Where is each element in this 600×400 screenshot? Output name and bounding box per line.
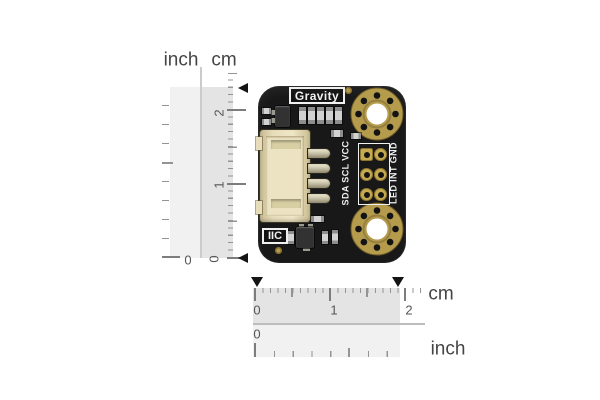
vertical-inch-zero-tick — [162, 256, 180, 258]
connector-pin — [308, 179, 330, 188]
brand-label-box: Gravity — [289, 87, 345, 104]
mounting-hole-bottom-icon — [350, 202, 404, 256]
breakout-pad-gnd — [374, 148, 387, 161]
vertical-cm-tick-1 — [227, 182, 246, 185]
brand-label: Gravity — [294, 88, 340, 103]
horizontal-cm-half-ticks — [255, 288, 423, 297]
breakout-pad-scl — [360, 168, 373, 181]
smd-resistor — [308, 107, 315, 124]
vertical-cm-header: cm — [211, 49, 237, 71]
connector-pin — [308, 164, 330, 173]
horizontal-inch-zero-tick — [254, 343, 256, 357]
transistor-bottom-icon — [296, 227, 314, 248]
smd-resistor — [332, 230, 338, 244]
vertical-cm-label-1: 1 — [211, 181, 227, 189]
horizontal-cm-unit: cm — [428, 283, 454, 305]
horizontal-cm-tick-1 — [329, 288, 331, 301]
connector-pin — [308, 149, 330, 158]
vertical-inch-zero-label: 0 — [184, 252, 192, 268]
smd-capacitor — [262, 119, 271, 125]
smd-resistor — [322, 231, 328, 244]
horizontal-cm-label-1: 1 — [330, 302, 338, 318]
transistor-top-leg — [271, 118, 275, 123]
horizontal-cm-tick-2 — [404, 288, 406, 301]
transistor-bottom-leg — [303, 247, 310, 251]
smd-capacitor — [262, 108, 271, 114]
horizontal-cm-label-2: 2 — [405, 302, 413, 318]
vertical-cm-tick-2 — [227, 108, 246, 111]
smd-capacitor — [331, 130, 343, 137]
jst-connector-tab — [256, 201, 262, 214]
horizontal-inch-zero-label: 0 — [253, 326, 261, 342]
jst-connector-tab — [256, 137, 262, 150]
gravity-sensor-board: Gravity IIC — [256, 86, 406, 263]
transistor-top-icon — [275, 106, 290, 127]
vertical-inch-scale — [170, 87, 200, 258]
smd-resistor — [299, 107, 306, 124]
horizontal-inch-half-ticks — [255, 348, 405, 357]
board-left-marker-icon — [251, 277, 263, 287]
jst-connector-slot — [271, 140, 301, 149]
vertical-cm-half-ticks — [228, 73, 237, 258]
interface-label-box: IIC — [262, 228, 288, 244]
vertical-cm-label-2: 2 — [211, 109, 227, 117]
horizontal-ruler-divider — [253, 323, 425, 325]
connector-pin — [308, 194, 330, 203]
horizontal-cm-label-0: 0 — [253, 302, 261, 318]
smd-resistor — [326, 107, 333, 124]
breakout-pads-outline — [358, 143, 390, 205]
breakout-pad-led — [374, 188, 387, 201]
smd-resistor — [317, 107, 324, 124]
board-bottom-marker-icon — [238, 253, 248, 263]
right-pin-labels: LED INT GND — [388, 142, 399, 204]
breakout-pad-vcc — [360, 148, 373, 161]
smd-resistor — [288, 231, 294, 244]
vertical-cm-label-0: 0 — [206, 255, 222, 263]
board-right-marker-icon — [392, 277, 404, 287]
via-dot-top — [345, 87, 352, 94]
smd-resistor — [335, 107, 342, 124]
interface-label: IIC — [267, 230, 283, 242]
horizontal-inch-unit: inch — [430, 338, 466, 360]
smd-capacitor — [311, 216, 324, 222]
transistor-bottom-leg — [308, 224, 313, 228]
breakout-pad-sda — [360, 188, 373, 201]
via-dot-bottom — [275, 247, 282, 254]
breakout-pad-int — [374, 168, 387, 181]
transistor-top-leg — [271, 110, 275, 115]
vertical-inch-header: inch — [163, 49, 199, 71]
smd-capacitor — [351, 133, 361, 139]
jst-connector-slot — [271, 199, 301, 208]
vertical-cm-scale — [202, 87, 233, 258]
vertical-inch-half-ticks — [162, 87, 173, 258]
jst-connector — [260, 130, 310, 222]
vertical-cm-tick-0 — [227, 256, 246, 259]
vertical-ruler-divider — [200, 67, 202, 258]
horizontal-cm-tick-0 — [254, 288, 256, 301]
board-top-marker-icon — [238, 83, 248, 93]
left-pin-labels: SDA SCL VCC — [340, 140, 351, 206]
transistor-bottom-leg — [299, 224, 304, 228]
mounting-hole-top-icon — [350, 87, 404, 141]
